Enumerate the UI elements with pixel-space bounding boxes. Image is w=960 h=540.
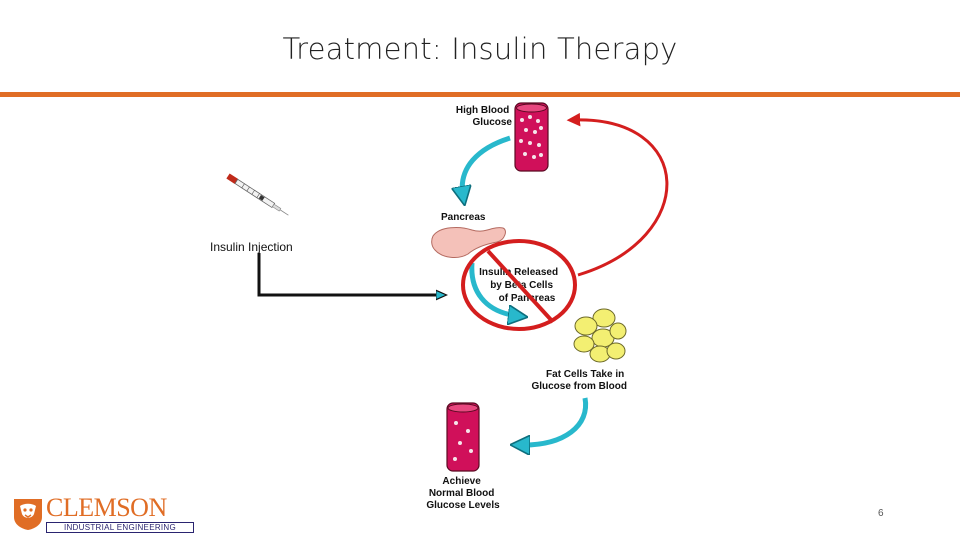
glucose-to-pancreas-arrow <box>462 135 511 196</box>
pancreas-label: Pancreas <box>441 212 486 223</box>
title-rule <box>0 92 960 97</box>
insulin-injection-label: Insulin Injection <box>210 240 293 254</box>
fat-cells-to-normal-arrow <box>520 397 589 445</box>
pancreas-icon <box>431 227 506 258</box>
logo-department: INDUSTRIAL ENGINEERING <box>46 522 194 533</box>
normal-glucose-tube-icon <box>446 402 480 472</box>
page-number: 6 <box>878 508 884 519</box>
tiger-shield-icon <box>14 499 42 530</box>
fat-cells-icon <box>573 308 627 363</box>
prohibited-sign-icon <box>461 239 577 331</box>
high-glucose-label: High Blood Glucose <box>456 105 513 128</box>
fat-cells-label: Fat Cells Take in Glucose from Blood <box>531 369 627 392</box>
slide-title: Treatment: Insulin Therapy <box>282 32 678 66</box>
syringe-icon <box>226 173 289 216</box>
logo-wordmark: CLEMSON <box>46 493 167 522</box>
insulin-to-fat-cells-arrow <box>469 262 518 316</box>
feedback-loop-arrow <box>566 112 669 277</box>
normal-glucose-label: Achieve Normal Blood Glucose Levels <box>426 476 500 511</box>
high-glucose-tube-icon <box>514 102 549 172</box>
clemson-logo: CLEMSON INDUSTRIAL ENGINEERING <box>12 495 198 533</box>
injection-path-arrow <box>257 253 443 295</box>
